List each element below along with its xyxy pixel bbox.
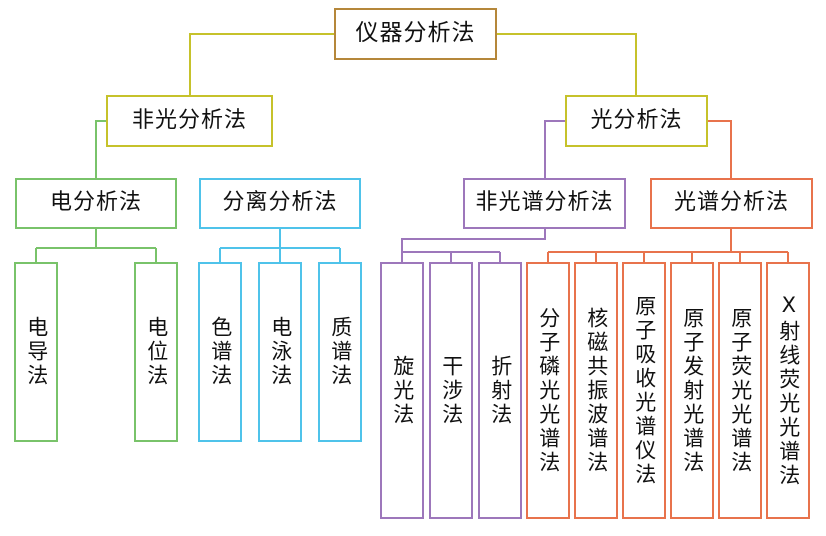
leaf-interferometry[interactable]: 干涉法 [429, 262, 473, 519]
leaf-conductometry[interactable]: 电导法 [14, 262, 58, 442]
leaf-atomic-fluorescence-spectrometry[interactable]: 原子荧光光谱法 [718, 262, 762, 519]
node-label: 仪器分析法 [355, 20, 476, 47]
node-label: X射线荧光光谱法 [776, 293, 801, 488]
node-non-optical-analysis[interactable]: 非光分析法 [106, 95, 273, 147]
node-label: 折射法 [488, 354, 513, 427]
node-label: 分子磷光光谱法 [536, 306, 561, 475]
leaf-xray-fluorescence-spectrometry[interactable]: X射线荧光光谱法 [766, 262, 810, 519]
node-non-spectral-analysis[interactable]: 非光谱分析法 [463, 178, 626, 229]
node-label: 非光谱分析法 [475, 190, 614, 216]
node-label: 光分析法 [590, 107, 683, 133]
leaf-atomic-emission-spectrometry[interactable]: 原子发射光谱法 [670, 262, 714, 519]
node-label: 色谱法 [208, 316, 233, 388]
node-label: 分离分析法 [222, 190, 338, 216]
leaf-polarimetry[interactable]: 旋光法 [380, 262, 424, 519]
node-label: 光谱分析法 [673, 190, 789, 216]
node-label: 核磁共振波谱法 [584, 306, 609, 475]
node-label: 电分析法 [49, 190, 142, 216]
node-label: 旋光法 [390, 354, 415, 427]
node-label: 非光分析法 [131, 107, 247, 133]
leaf-mass-spectrometry[interactable]: 质谱法 [318, 262, 362, 442]
node-label: 原子吸收光谱仪法 [632, 294, 657, 487]
leaf-atomic-absorption-spectrometry[interactable]: 原子吸收光谱仪法 [622, 262, 666, 519]
node-label: 干涉法 [439, 354, 464, 427]
node-label: 质谱法 [328, 316, 353, 388]
node-label: 电位法 [144, 316, 169, 388]
node-spectral-analysis[interactable]: 光谱分析法 [650, 178, 813, 229]
node-electroanalysis[interactable]: 电分析法 [15, 178, 177, 229]
node-label: 原子发射光谱法 [680, 306, 705, 475]
node-label: 电泳法 [268, 316, 293, 388]
leaf-molecular-phosphorescence-spectrometry[interactable]: 分子磷光光谱法 [526, 262, 570, 519]
leaf-potentiometry[interactable]: 电位法 [134, 262, 178, 442]
node-separation-analysis[interactable]: 分离分析法 [199, 178, 361, 229]
leaf-nmr-spectroscopy[interactable]: 核磁共振波谱法 [574, 262, 618, 519]
leaf-electrophoresis[interactable]: 电泳法 [258, 262, 302, 442]
node-label: 电导法 [24, 316, 49, 388]
node-label: 原子荧光光谱法 [728, 306, 753, 475]
node-root-instrument-analysis[interactable]: 仪器分析法 [334, 8, 497, 60]
leaf-refractometry[interactable]: 折射法 [478, 262, 522, 519]
leaf-chromatography[interactable]: 色谱法 [198, 262, 242, 442]
node-optical-analysis[interactable]: 光分析法 [565, 95, 708, 147]
